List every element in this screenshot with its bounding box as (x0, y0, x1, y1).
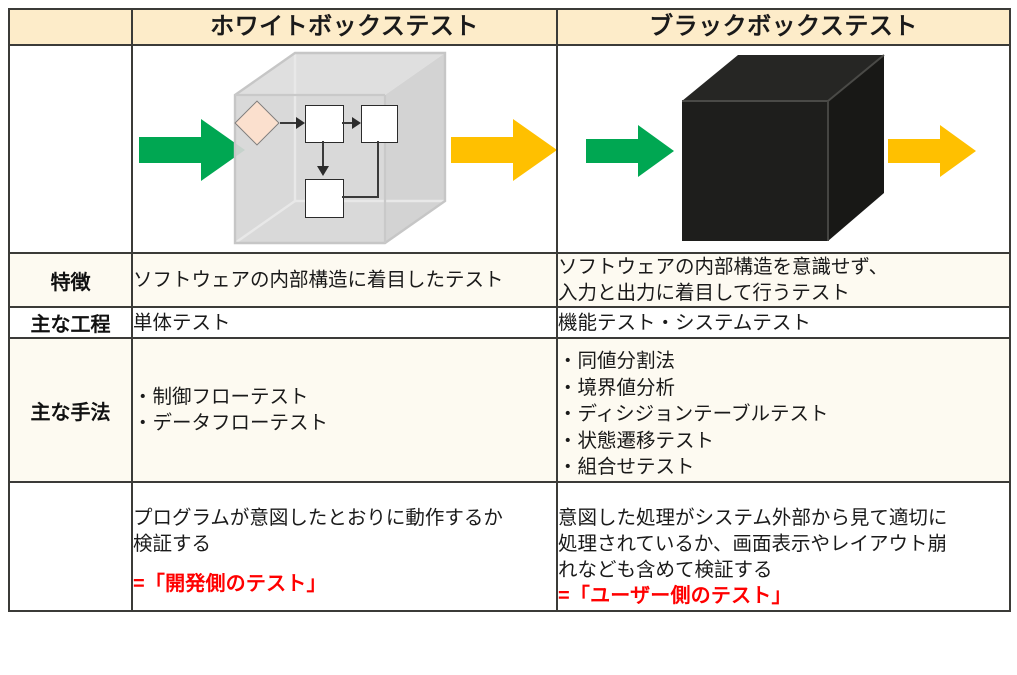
summary-blackbox-line-2: 処理されているか、画面表示やレイアウト崩 (558, 532, 948, 555)
list-item: ・同値分割法 (558, 350, 676, 373)
summary-whitebox-conclusion: =「開発側のテスト」 (133, 573, 327, 596)
arrow-right-green-icon (139, 119, 245, 181)
flow-connector-2 (342, 122, 353, 124)
row-label-main-methods: 主な手法 (8, 337, 133, 483)
summary-blackbox-line-3: れなども含めて検証する (558, 559, 773, 582)
main-methods-whitebox-list: ・制御フローテスト ・データフローテスト (133, 384, 556, 437)
main-process-whitebox-cell: 単体テスト (131, 306, 558, 340)
rectangle-process-icon-3 (305, 179, 344, 218)
list-item: ・データフローテスト (133, 412, 329, 435)
arrow-right-yellow-icon (888, 125, 976, 177)
list-item: ・境界値分析 (558, 376, 676, 399)
arrow-right-green-icon (586, 125, 674, 177)
flow-connector-4-vertical (377, 141, 379, 198)
blackbox-illustration (558, 47, 1009, 251)
summary-blackbox-conclusion: =「ユーザー側のテスト」 (558, 585, 792, 608)
transparent-cube-icon (233, 51, 447, 245)
flow-arrowhead-2 (352, 117, 361, 129)
main-process-blackbox-cell: 機能テスト・システムテスト (556, 306, 1011, 340)
list-item: ・制御フローテスト (133, 385, 309, 408)
list-item: ・組合せテスト (558, 456, 695, 479)
summary-whitebox-spacer (133, 557, 556, 571)
summary-whitebox-line-2: 検証する (133, 532, 212, 555)
main-methods-blackbox-cell: ・同値分割法 ・境界値分析 ・ディシジョンテーブルテスト ・状態遷移テスト ・組… (556, 337, 1011, 483)
table-header-row: ホワイトボックステスト ブラックボックステスト (8, 8, 1011, 46)
header-cell-whitebox: ホワイトボックステスト (131, 8, 558, 46)
main-process-whitebox-text: 単体テスト (133, 311, 231, 334)
whitebox-illustration-cell (131, 44, 558, 254)
blackbox-illustration-cell (556, 44, 1011, 254)
main-methods-blackbox-list: ・同値分割法 ・境界値分析 ・ディシジョンテーブルテスト ・状態遷移テスト ・組… (558, 348, 1009, 481)
main-process-blackbox-text: 機能テスト・システムテスト (558, 311, 811, 334)
flow-arrowhead-1 (296, 117, 305, 129)
black-cube-icon (682, 54, 885, 241)
summary-whitebox-cell: プログラムが意図したとおりに動作するか 検証する =「開発側のテスト」 (131, 480, 558, 613)
row-label-illustration (8, 44, 133, 254)
header-cell-empty (8, 8, 133, 46)
row-label-summary (8, 480, 133, 613)
header-cell-blackbox: ブラックボックステスト (556, 8, 1011, 46)
list-item: ・状態遷移テスト (558, 429, 715, 452)
table-row-main-methods: 主な手法 ・制御フローテスト ・データフローテスト ・同値分割法 ・境界値分析 … (8, 337, 1011, 483)
features-blackbox-line-1: ソフトウェアの内部構造を意識せず、 (558, 256, 889, 278)
flow-connector-4-horizontal (342, 196, 379, 198)
rectangle-process-icon-1 (305, 105, 344, 143)
summary-whitebox-line-1: プログラムが意図したとおりに動作するか (133, 506, 503, 529)
table-row-main-process: 主な工程 単体テスト 機能テスト・システムテスト (8, 306, 1011, 340)
table-row-summary: プログラムが意図したとおりに動作するか 検証する =「開発側のテスト」 意図した… (8, 480, 1011, 613)
main-methods-whitebox-cell: ・制御フローテスト ・データフローテスト (131, 337, 558, 483)
flow-connector-1 (280, 122, 297, 124)
features-blackbox-cell: ソフトウェアの内部構造を意識せず、 入力と出力に着目して行うテスト (556, 251, 1011, 309)
arrow-right-yellow-icon (451, 119, 556, 181)
row-label-main-process: 主な工程 (8, 306, 133, 340)
table-row-illustration (8, 44, 1011, 254)
summary-blackbox-line-1: 意図した処理がシステム外部から見て適切に (558, 506, 948, 529)
whitebox-illustration (133, 47, 556, 251)
summary-blackbox-cell: 意図した処理がシステム外部から見て適切に 処理されているか、画面表示やレイアウト… (556, 480, 1011, 613)
list-item: ・ディシジョンテーブルテスト (558, 403, 829, 426)
row-label-features: 特徴 (8, 251, 133, 309)
features-whitebox-cell: ソフトウェアの内部構造に着目したテスト (131, 251, 558, 309)
table-row-features: 特徴 ソフトウェアの内部構造に着目したテスト ソフトウェアの内部構造を意識せず、… (8, 251, 1011, 309)
features-blackbox-line-2: 入力と出力に着目して行うテスト (558, 282, 850, 305)
whitebox-blackbox-comparison-table: ホワイトボックステスト ブラックボックステスト (8, 8, 1011, 613)
features-whitebox-text: ソフトウェアの内部構造に着目したテスト (133, 269, 504, 292)
flow-arrowhead-3 (317, 166, 329, 176)
rectangle-process-icon-2 (361, 105, 398, 143)
flow-connector-3 (322, 141, 324, 167)
